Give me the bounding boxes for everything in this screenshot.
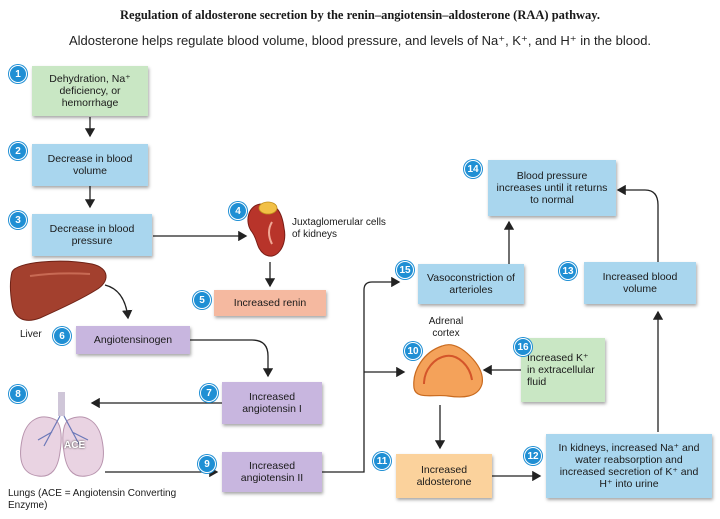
diagram-subtitle: Aldosterone helps regulate blood volume,… (68, 33, 652, 48)
box-increased-renin: Increased renin (214, 290, 326, 316)
step-number-6: 6 (53, 327, 71, 345)
step-number-16: 16 (514, 338, 532, 356)
adrenal-gland-icon (413, 344, 483, 398)
box-vasoconstriction: Vasoconstriction of arterioles (418, 264, 524, 304)
step-number-9: 9 (198, 455, 216, 473)
box-increased-aldosterone: Increased aldosterone (396, 454, 492, 498)
step-number-5: 5 (193, 291, 211, 309)
arrow-5-and-6-to-7 (190, 339, 274, 378)
step-number-3: 3 (9, 211, 27, 229)
label-juxtaglomerular-cells: Juxtaglomerular cells of kidneys (292, 217, 386, 240)
step-number-4: 4 (229, 202, 247, 220)
step-number-7: 7 (200, 384, 218, 402)
step-number-1: 1 (9, 65, 27, 83)
lungs-icon (20, 392, 104, 477)
arrow-13-to-14 (616, 184, 659, 262)
liver-icon (10, 260, 107, 321)
box-decrease-blood-pressure: Decrease in blood pressure (32, 214, 152, 256)
box-dehydration: Dehydration, Na⁺ deficiency, or hemorrha… (32, 66, 148, 116)
step-number-15: 15 (396, 261, 414, 279)
box-decrease-blood-volume: Decrease in blood volume (32, 144, 148, 186)
label-lungs: Lungs (ACE = Angiotensin Converting Enzy… (8, 488, 177, 511)
arrow-liver-to-6 (104, 284, 133, 320)
step-number-8: 8 (9, 385, 27, 403)
label-liver: Liver (20, 329, 42, 340)
arrow-9-to-15 (322, 276, 401, 473)
box-kidney-reabsorption: In kidneys, increased Na⁺ and water reab… (546, 434, 712, 498)
kidney-icon (247, 201, 286, 257)
label-adrenal-cortex: Adrenal cortex (428, 316, 464, 339)
box-blood-pressure-returns: Blood pressure increases until it return… (488, 160, 616, 216)
step-number-10: 10 (404, 342, 422, 360)
step-number-13: 13 (559, 262, 577, 280)
box-increased-k-extracellular: Increased K⁺ in extracellular fluid (521, 338, 605, 402)
box-increased-angiotensin-ii: Increased angiotensin II (222, 452, 322, 492)
box-increased-blood-volume: Increased blood volume (584, 262, 696, 304)
step-number-2: 2 (9, 142, 27, 160)
step-number-12: 12 (524, 447, 542, 465)
label-ace: ACE (64, 440, 86, 451)
box-angiotensinogen: Angiotensinogen (76, 326, 190, 354)
box-increased-angiotensin-i: Increased angiotensin I (222, 382, 322, 424)
step-number-14: 14 (464, 160, 482, 178)
step-number-11: 11 (373, 452, 391, 470)
diagram-title: Regulation of aldosterone secretion by t… (120, 8, 600, 22)
